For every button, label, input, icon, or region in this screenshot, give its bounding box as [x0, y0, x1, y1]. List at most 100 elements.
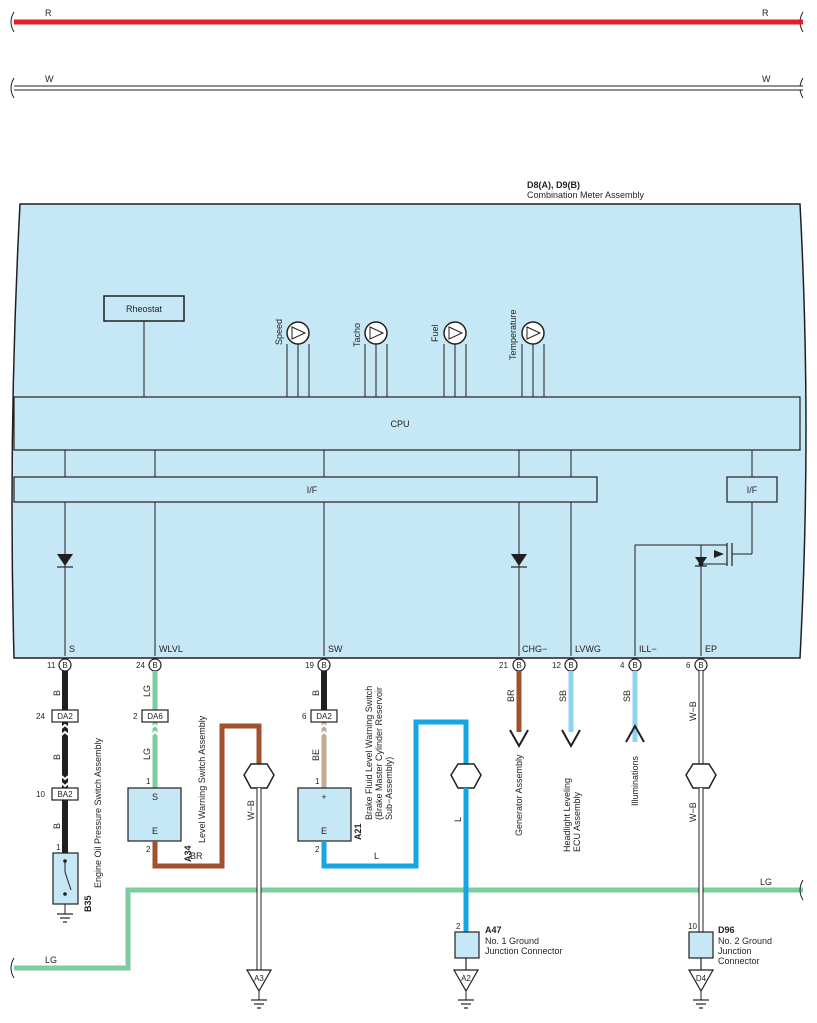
wire-label-r-right: R [762, 8, 769, 18]
svg-text:6: 6 [302, 712, 307, 721]
circuit-ep: W−B W−B 10 D96 No. 2 Ground Junction Con… [685, 671, 772, 1009]
svg-text:B: B [632, 661, 637, 670]
power-line-w: W W [10, 74, 804, 99]
svg-text:S: S [152, 792, 158, 802]
terminal-label-ep: EP [705, 644, 717, 654]
svg-text:E: E [152, 826, 158, 836]
b35-code: B35 [83, 895, 93, 912]
headlight-label-2: ECU Assembly [572, 791, 582, 852]
a21-name-3: Sub−Assembly) [384, 757, 394, 820]
wire-label-s-mid: B [52, 754, 62, 760]
wire-label-a34-ground: W−B [246, 800, 256, 820]
ground-junction-a47 [454, 931, 480, 959]
a47-name-1: No. 1 Ground [485, 936, 539, 946]
pin-19: 19 B [305, 658, 331, 672]
terminal-label-chg: CHG− [522, 644, 547, 654]
circuit-s: B B B DA2 24 BA2 10 1 B35 Engine Oil Pre… [36, 671, 103, 923]
illuminations-label: Illuminations [630, 755, 640, 806]
svg-text:1: 1 [315, 777, 320, 786]
wire-label-chg: BR [506, 689, 516, 702]
circuit-wlvl: LG LG DA6 2 1 S E 2 BR A34 Level Warning… [127, 671, 275, 1009]
wire-label-s-top: B [52, 690, 62, 696]
splice-a3 [243, 763, 275, 789]
svg-text:19: 19 [305, 661, 314, 670]
circuit-lvwg: SB Headlight Leveling ECU Assembly [558, 671, 582, 852]
svg-text:4: 4 [620, 661, 625, 670]
wire-label-wlvl-mid: LG [142, 748, 152, 760]
terminal-label-sw: SW [328, 644, 343, 654]
connector-da2-sw [310, 709, 338, 723]
meter-name: Combination Meter Assembly [527, 190, 645, 200]
meter-code: D8(A), D9(B) [527, 180, 580, 190]
if-main-label: I/F [307, 485, 318, 495]
gauge-tacho: Tacho [352, 321, 388, 397]
wire-label-sw-top: B [311, 690, 321, 696]
a21-name-2: (Brake Master Cylinder Reservoir [374, 687, 384, 820]
svg-text:B: B [62, 661, 67, 670]
lg-harness: LG LG [10, 877, 804, 979]
svg-text:6: 6 [686, 661, 691, 670]
pin-24: 24 B [136, 658, 162, 672]
svg-text:B: B [152, 661, 157, 670]
wire-label-w-left: W [45, 74, 54, 84]
svg-text:D4: D4 [696, 974, 707, 983]
a21-code: A21 [353, 823, 363, 840]
gauge-label-fuel: Fuel [430, 324, 440, 342]
svg-text:2: 2 [146, 845, 151, 854]
svg-text:10: 10 [688, 922, 697, 931]
connector-da2-s [51, 709, 79, 723]
b35-name: Engine Oil Pressure Switch Assembly [93, 737, 103, 888]
terminal-label-s: S [69, 644, 75, 654]
wire-label-lvwg: SB [558, 690, 568, 702]
svg-text:A2: A2 [461, 974, 471, 983]
d96-name-3: Connector [718, 956, 760, 966]
rheostat-label: Rheostat [126, 304, 163, 314]
ground-junction-d96 [688, 931, 714, 959]
power-line-r: R R [10, 8, 804, 33]
ground-a3 [245, 969, 273, 993]
circuit-ill: SB Illuminations [622, 671, 645, 806]
splice-d4 [685, 763, 717, 789]
wire-label-a34-out: BR [190, 851, 203, 861]
ground-d4 [687, 969, 715, 993]
gauge-temperature: Temperature [508, 309, 545, 397]
if-small-label: I/F [747, 485, 758, 495]
svg-text:B: B [321, 661, 326, 670]
connector-da6 [141, 709, 169, 723]
svg-text:DA2: DA2 [57, 712, 73, 721]
svg-text:+: + [321, 792, 326, 802]
gauge-label-temperature: Temperature [508, 309, 518, 360]
wire-label-s-bot: B [52, 823, 62, 829]
wire-label-lg-right: LG [760, 877, 772, 887]
d96-code: D96 [718, 925, 735, 935]
wire-label-w-right: W [762, 74, 771, 84]
combination-meter: CPU Rheostat Speed Tacho F [11, 203, 807, 659]
gauge-label-speed: Speed [274, 319, 284, 345]
a47-name-2: Junction Connector [485, 946, 563, 956]
svg-text:24: 24 [136, 661, 145, 670]
d96-name-2: Junction [718, 946, 752, 956]
svg-text:10: 10 [36, 790, 45, 799]
wire-label-wlvl-top: LG [142, 685, 152, 697]
wire-label-ill: SB [622, 690, 632, 702]
svg-text:1: 1 [146, 777, 151, 786]
if-main-box [13, 476, 598, 503]
wire-label-sw-mid: BE [311, 749, 321, 761]
svg-text:B: B [698, 661, 703, 670]
pin-4: 4 B [620, 658, 642, 672]
svg-text:12: 12 [552, 661, 561, 670]
headlight-label-1: Headlight Leveling [562, 778, 572, 852]
gauge-fuel: Fuel [430, 321, 467, 397]
splice-a2 [450, 763, 482, 789]
d96-name-1: No. 2 Ground [718, 936, 772, 946]
a21-name-1: Brake Fluid Level Warning Switch [364, 686, 374, 820]
rheostat-box [103, 295, 185, 322]
svg-text:2: 2 [456, 922, 461, 931]
level-warning-switch [127, 787, 182, 842]
terminal-label-lvwg: LVWG [575, 644, 601, 654]
a47-code: A47 [485, 925, 502, 935]
svg-text:B: B [568, 661, 573, 670]
wire-label-ep-bot: W−B [688, 802, 698, 822]
a34-code: A34 [183, 845, 193, 862]
svg-text:DA6: DA6 [147, 712, 163, 721]
